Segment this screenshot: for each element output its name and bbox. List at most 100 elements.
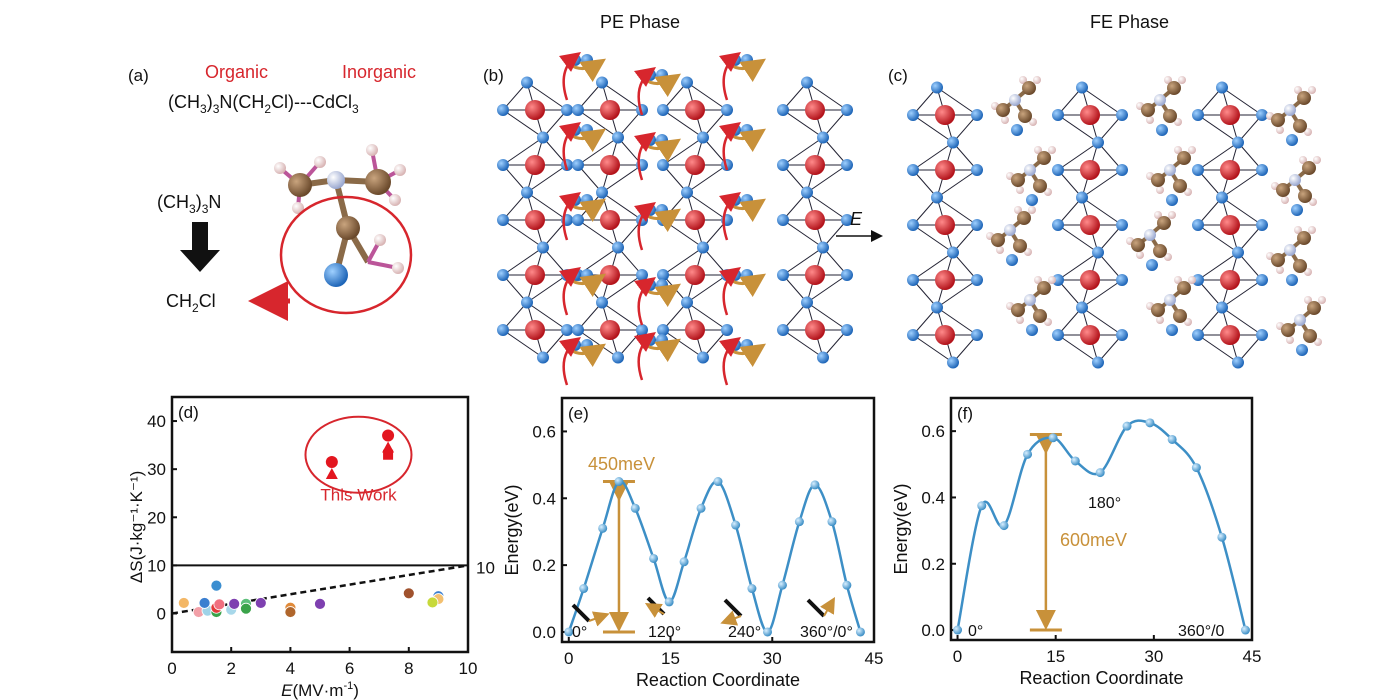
chlorine-atom — [1256, 219, 1268, 231]
cadmium-atom — [525, 155, 545, 175]
hydrogen-atom — [1154, 211, 1162, 219]
bond — [1097, 334, 1123, 363]
y-axis-label: Energy(eV) — [891, 483, 911, 574]
bond — [912, 197, 938, 226]
bond — [662, 302, 688, 331]
rotation-arrow — [719, 191, 741, 241]
chlorine-atom — [657, 159, 669, 171]
chlorine-atom — [971, 109, 983, 121]
chlorine-atom — [1192, 329, 1204, 341]
chlorine-atom — [1011, 124, 1023, 136]
chlorine-atom — [1232, 246, 1244, 259]
chlorine-atom — [1092, 356, 1104, 369]
cadmium-atom — [685, 320, 705, 340]
data-point — [1217, 532, 1227, 542]
data-point — [1122, 421, 1132, 431]
cadmium-atom — [935, 160, 955, 180]
bond — [822, 137, 848, 166]
bond — [1197, 142, 1239, 171]
bond — [1237, 142, 1263, 171]
chlorine-atom — [1116, 274, 1128, 286]
data-point — [794, 517, 804, 527]
chlorine-atom — [636, 269, 648, 281]
bond — [912, 252, 954, 281]
panel-label: (f) — [957, 404, 973, 423]
data-point — [696, 503, 706, 513]
chlorine-atom — [817, 131, 829, 144]
bond — [1057, 252, 1099, 281]
chlorine-atom — [681, 186, 693, 199]
cadmium-atom — [935, 325, 955, 345]
bond — [577, 302, 603, 331]
chlorine-atom — [1026, 324, 1038, 336]
chloromethyl-label: CH2Cl — [166, 291, 216, 315]
y-tick-label: 0.0 — [921, 621, 945, 640]
bond — [1057, 197, 1083, 226]
bond — [1237, 114, 1263, 143]
carbon-atom — [1011, 173, 1025, 187]
data-point — [810, 480, 820, 490]
bond — [912, 224, 954, 253]
bond — [617, 109, 643, 138]
orientation-arrow-icon — [720, 610, 742, 626]
bond — [936, 87, 978, 116]
rotation-arrow — [559, 121, 581, 171]
chlorine-atom — [1232, 356, 1244, 369]
bond — [601, 82, 643, 111]
hydrogen-atom — [1024, 248, 1032, 256]
cadmium-atom — [685, 265, 705, 285]
data-point — [1048, 433, 1058, 443]
chlorine-atom — [596, 186, 608, 199]
cadmium-atom — [1080, 325, 1100, 345]
bond — [542, 109, 568, 138]
bond — [1097, 114, 1123, 143]
y-tick-label: 0.6 — [921, 422, 945, 441]
chlorine-atom — [1192, 109, 1204, 121]
literature-point — [426, 596, 439, 609]
bond — [1097, 252, 1123, 281]
chlorine-atom — [697, 131, 709, 144]
hydrogen-atom — [1184, 188, 1192, 196]
organic-label: Organic — [205, 62, 268, 82]
cadmium-atom — [1080, 215, 1100, 235]
rotation-arrow — [719, 336, 741, 386]
carbon-atom — [1017, 211, 1031, 225]
chlorine-atom — [636, 324, 648, 336]
angle-label: 360°/0° — [800, 624, 853, 641]
bond — [1197, 197, 1223, 226]
chlorine-atom — [931, 191, 943, 204]
carbon-atom — [1303, 329, 1317, 343]
x-tick-label: 10 — [459, 659, 478, 678]
chlorine-atom — [1256, 274, 1268, 286]
carbon-atom — [1163, 109, 1177, 123]
chlorine-atom — [1286, 134, 1298, 146]
nitrogen-atom — [1009, 94, 1021, 106]
rotation-arrow — [634, 201, 656, 251]
x-tick-label: 0 — [953, 647, 962, 666]
x-axis-label: Reaction Coordinate — [1019, 668, 1183, 688]
bond — [822, 109, 848, 138]
cadmium-atom — [805, 320, 825, 340]
bond — [502, 82, 528, 111]
angle-label: 0° — [968, 623, 983, 640]
hydrogen-atom — [1028, 206, 1036, 214]
carbon-atom — [1293, 259, 1307, 273]
x-tick-label: 6 — [345, 659, 354, 678]
rotation-arrow — [719, 266, 741, 316]
x-tick-label: 30 — [1144, 647, 1163, 666]
chlorine-atom — [537, 131, 549, 144]
dipole-arrow-icon — [571, 603, 591, 623]
plot-frame — [170, 395, 470, 654]
nitrogen-atom — [1284, 244, 1296, 256]
carbon-atom — [288, 173, 312, 197]
hydrogen-atom — [1048, 146, 1056, 154]
carbon-atom — [1271, 113, 1285, 127]
chlorine-atom — [657, 269, 669, 281]
this-work-point-triangle — [325, 467, 338, 479]
fe-crystal-structure — [907, 76, 1326, 369]
hydrogen-atom — [1168, 211, 1176, 219]
chlorine-atom — [657, 324, 669, 336]
chlorine-atom — [1052, 274, 1064, 286]
hydrogen-atom — [1048, 276, 1056, 284]
